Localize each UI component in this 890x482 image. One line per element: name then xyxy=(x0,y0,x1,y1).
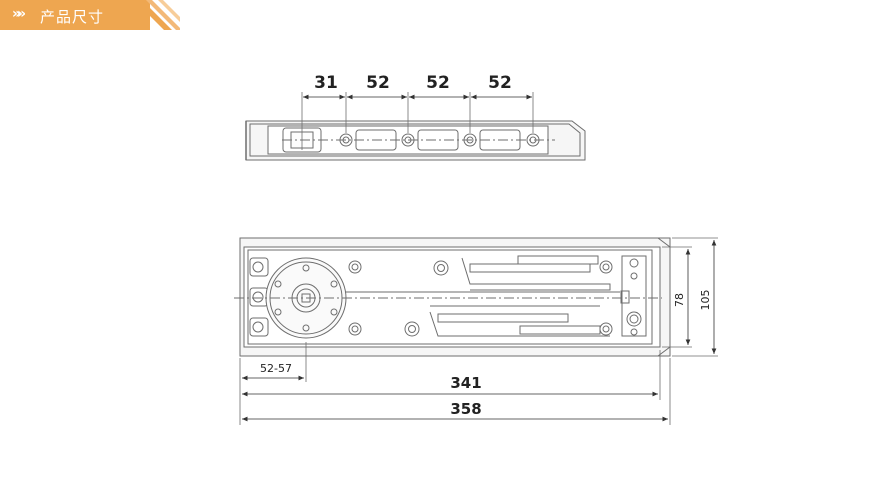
inner-length-label: 341 xyxy=(450,374,481,392)
dimension-label: 52 xyxy=(366,73,390,93)
inner-width-label: 78 xyxy=(673,293,686,307)
banner-shape xyxy=(0,0,182,30)
dimension-label: 52 xyxy=(488,73,512,93)
dimension-label: 31 xyxy=(314,73,338,93)
dimension-label: 52 xyxy=(426,73,450,93)
top-view xyxy=(245,92,586,161)
total-length-label: 358 xyxy=(450,400,481,418)
section-title: 产品尺寸 xyxy=(40,8,105,26)
total-width-label: 105 xyxy=(699,290,712,311)
plan-dimension-lines xyxy=(242,240,717,422)
plan-view xyxy=(234,237,718,425)
section-banner: »» 产品尺寸 xyxy=(0,0,182,32)
offset-dimension-label: 52-57 xyxy=(260,362,292,375)
